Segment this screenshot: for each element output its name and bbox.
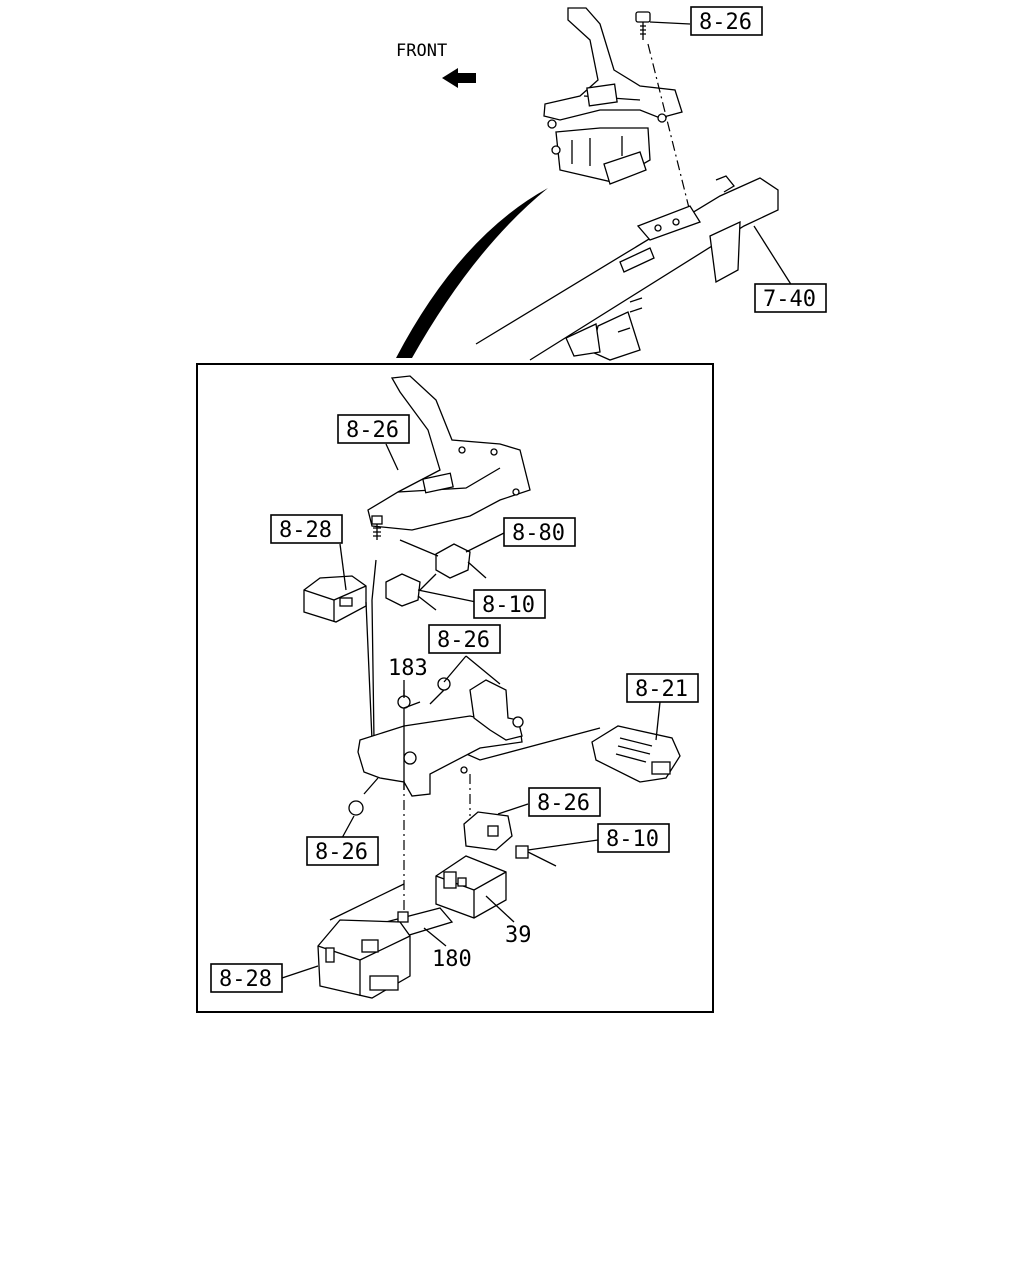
nut-8-26 bbox=[348, 777, 379, 816]
connector-8-10-upper bbox=[385, 573, 437, 611]
callout-detail-8-26-bracket: 8-26 bbox=[337, 414, 410, 444]
callout-detail-183: 183 bbox=[388, 656, 428, 681]
detail-view-frame bbox=[196, 363, 714, 1013]
callout-text: 8-10 bbox=[482, 593, 535, 618]
callout-detail-8-10-upper: 8-10 bbox=[473, 589, 546, 619]
callout-detail-8-26-nut: 8-26 bbox=[306, 836, 379, 866]
connector-8-10-lower bbox=[515, 845, 557, 867]
callout-detail-8-26-relay: 8-26 bbox=[528, 787, 601, 817]
callout-text: 180 bbox=[432, 947, 472, 972]
front-direction-indicator: FRONT bbox=[396, 41, 476, 88]
callout-text: 183 bbox=[388, 656, 428, 681]
front-label: FRONT bbox=[396, 41, 447, 61]
callout-detail-8-80: 8-80 bbox=[503, 517, 576, 547]
lower-bracket bbox=[357, 677, 524, 797]
callout-text: 8-28 bbox=[279, 518, 332, 543]
callout-detail-39: 39 bbox=[505, 923, 532, 948]
module-8-28-lower bbox=[317, 919, 411, 999]
assembly-dash-lines bbox=[403, 774, 471, 912]
member-leader-line bbox=[753, 225, 793, 287]
callout-text: 7-40 bbox=[763, 287, 816, 312]
callout-detail-180: 180 bbox=[432, 947, 472, 972]
detail-upper-bracket bbox=[367, 375, 531, 540]
callout-detail-8-28-upper: 8-28 bbox=[270, 514, 343, 544]
callout-text: 8-21 bbox=[635, 677, 688, 702]
callout-text: 8-26 bbox=[699, 10, 752, 35]
callout-text: 8-26 bbox=[537, 791, 590, 816]
callout-detail-8-28-lower: 8-28 bbox=[210, 963, 283, 993]
detail-transition-arc bbox=[396, 188, 548, 358]
callout-text: 8-28 bbox=[219, 967, 272, 992]
callout-detail-8-10-lower: 8-10 bbox=[597, 823, 670, 853]
front-arrow-icon bbox=[442, 68, 476, 88]
callout-detail-8-21: 8-21 bbox=[626, 673, 699, 703]
module-8-28-upper bbox=[303, 575, 367, 623]
callout-detail-8-26-mid: 8-26 bbox=[428, 624, 501, 654]
callout-top-8-26: 8-26 bbox=[690, 6, 763, 36]
relay-8-26 bbox=[463, 811, 513, 851]
callout-text: 8-80 bbox=[512, 521, 565, 546]
callout-text: 8-26 bbox=[315, 840, 368, 865]
box-39 bbox=[435, 855, 507, 919]
callout-leaders bbox=[281, 21, 691, 979]
mount-wire-lower bbox=[329, 883, 405, 921]
callout-text: 8-26 bbox=[346, 418, 399, 443]
relay-8-21 bbox=[591, 725, 681, 783]
connector-8-80 bbox=[435, 543, 487, 579]
callout-text: 8-10 bbox=[606, 827, 659, 852]
callout-text: 39 bbox=[505, 923, 532, 948]
callout-top-7-40: 7-40 bbox=[754, 283, 827, 313]
mounting-dash-line-top bbox=[647, 43, 691, 213]
harness-wire bbox=[365, 539, 601, 761]
steering-member-tube bbox=[475, 175, 779, 361]
upper-bracket-assembly bbox=[543, 7, 683, 185]
callout-text: 8-26 bbox=[437, 628, 490, 653]
